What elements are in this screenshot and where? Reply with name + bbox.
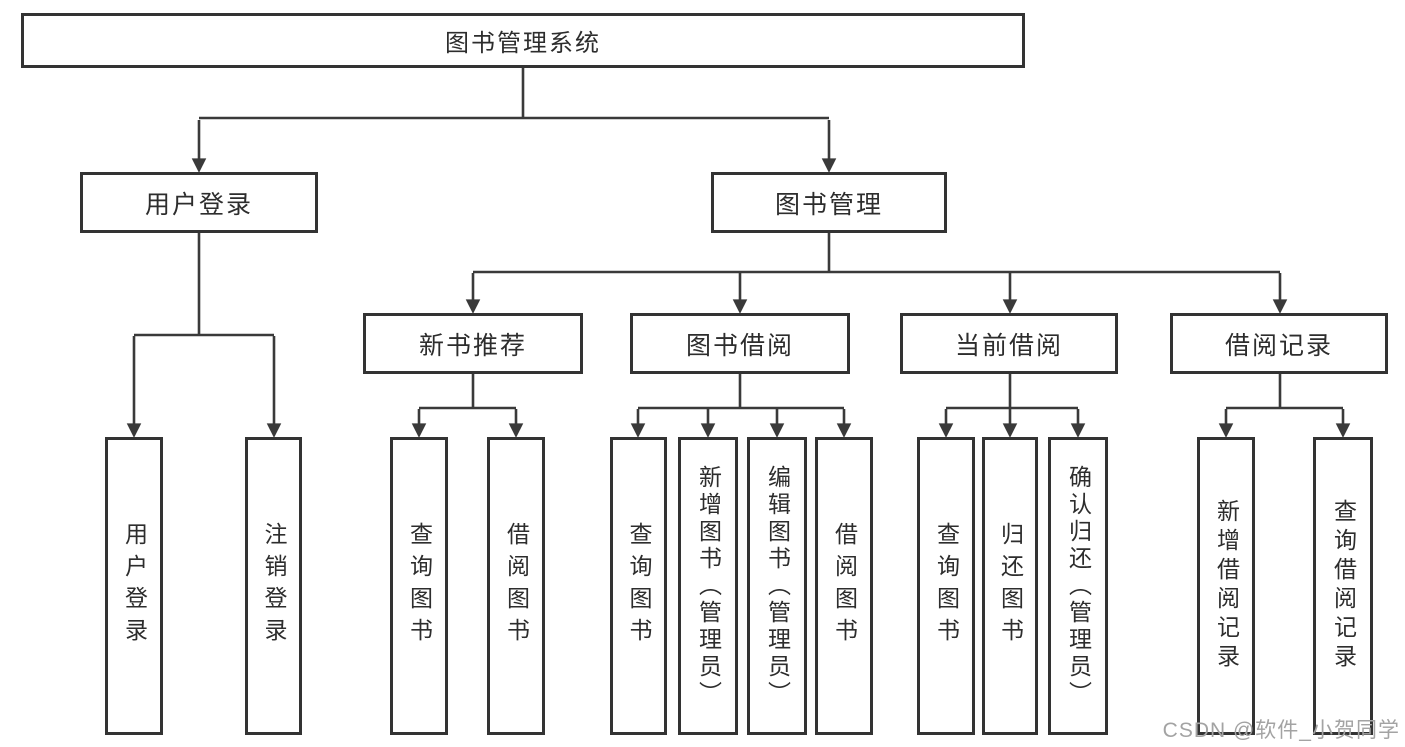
connector-root-bar bbox=[199, 68, 829, 120]
node-leaf-confirm-return-admin-label: 确认归还（管理员） bbox=[1065, 464, 1092, 708]
node-leaf-query-books-recommend-label: 查询图书 bbox=[406, 522, 433, 650]
connector-borrowing-records-bar bbox=[1226, 374, 1343, 410]
node-leaf-logout: 注销登录 bbox=[245, 437, 302, 735]
watermark: CSDN @软件_小贺同学 bbox=[1162, 719, 1400, 742]
node-library-management-system: 图书管理系统 bbox=[21, 13, 1025, 68]
node-leaf-query-borrow-record-label: 查询借阅记录 bbox=[1330, 499, 1357, 673]
node-leaf-user-login-label: 用户登录 bbox=[121, 522, 148, 650]
node-leaf-query-books-current-label: 查询图书 bbox=[933, 522, 960, 650]
node-leaf-borrow-books-recommend-label: 借阅图书 bbox=[503, 522, 530, 650]
node-leaf-borrow-books-borrowing: 借阅图书 bbox=[815, 437, 873, 735]
node-leaf-query-books-current: 查询图书 bbox=[917, 437, 975, 735]
node-leaf-add-books-admin: 新增图书（管理员） bbox=[678, 437, 738, 735]
node-current-borrowing-label: 当前借阅 bbox=[954, 331, 1063, 360]
connector-user-login-bar bbox=[134, 233, 274, 337]
node-leaf-query-books-borrowing: 查询图书 bbox=[610, 437, 667, 735]
node-current-borrowing: 当前借阅 bbox=[900, 313, 1118, 374]
node-leaf-return-books: 归还图书 bbox=[982, 437, 1038, 735]
node-borrowing-records-label: 借阅记录 bbox=[1224, 331, 1333, 360]
node-new-book-recommend: 新书推荐 bbox=[363, 313, 583, 374]
node-book-management: 图书管理 bbox=[711, 172, 947, 233]
node-leaf-add-books-admin-label: 新增图书（管理员） bbox=[695, 464, 722, 708]
node-book-borrowing: 图书借阅 bbox=[630, 313, 850, 374]
node-book-borrowing-label: 图书借阅 bbox=[685, 331, 794, 360]
node-leaf-edit-books-admin: 编辑图书（管理员） bbox=[747, 437, 807, 735]
node-borrowing-records: 借阅记录 bbox=[1170, 313, 1388, 374]
connector-book-borrowing-bar bbox=[638, 374, 844, 410]
node-leaf-add-borrow-record: 新增借阅记录 bbox=[1197, 437, 1255, 735]
node-leaf-borrow-books-borrowing-label: 借阅图书 bbox=[831, 522, 858, 650]
node-leaf-add-borrow-record-label: 新增借阅记录 bbox=[1213, 499, 1240, 673]
node-leaf-logout-label: 注销登录 bbox=[261, 522, 287, 650]
connector-new-book-recommend-bar bbox=[419, 374, 516, 410]
node-leaf-confirm-return-admin: 确认归还（管理员） bbox=[1048, 437, 1108, 735]
node-leaf-query-borrow-record: 查询借阅记录 bbox=[1313, 437, 1373, 735]
node-leaf-return-books-label: 归还图书 bbox=[997, 522, 1024, 650]
node-library-management-system-label: 图书管理系统 bbox=[445, 30, 601, 57]
node-new-book-recommend-label: 新书推荐 bbox=[418, 331, 527, 360]
connector-current-borrowing-bar bbox=[946, 374, 1078, 410]
node-leaf-query-books-recommend: 查询图书 bbox=[390, 437, 448, 735]
node-leaf-edit-books-admin-label: 编辑图书（管理员） bbox=[764, 464, 791, 708]
node-book-management-label: 图书管理 bbox=[774, 190, 883, 219]
node-leaf-query-books-borrowing-label: 查询图书 bbox=[626, 522, 652, 650]
node-user-login: 用户登录 bbox=[80, 172, 318, 233]
node-leaf-borrow-books-recommend: 借阅图书 bbox=[487, 437, 545, 735]
node-leaf-user-login: 用户登录 bbox=[105, 437, 163, 735]
node-user-login-label: 用户登录 bbox=[144, 190, 253, 219]
connector-book-management-bar bbox=[473, 233, 1280, 274]
